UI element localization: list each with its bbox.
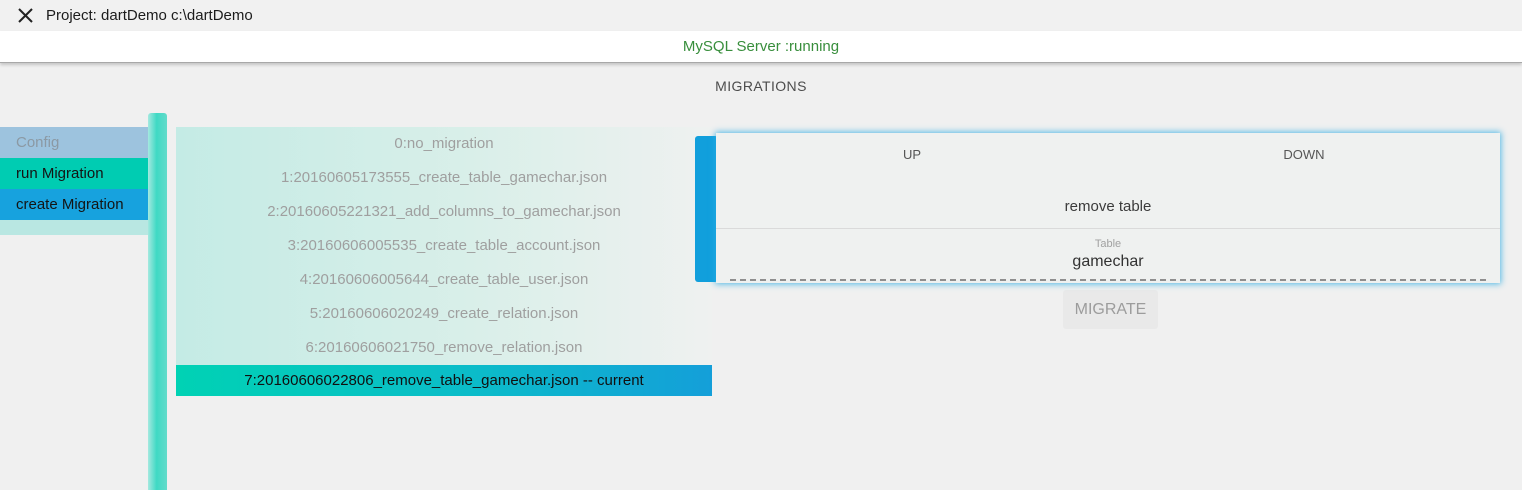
list-item[interactable]: 4:20160606005644_create_table_user.json	[299, 271, 589, 288]
migration-detail-card: UP DOWN remove table Table gamechar	[716, 133, 1500, 283]
title-bar: Project: dartDemo c:\dartDemo	[0, 0, 1522, 31]
list-item[interactable]: 5:20160606020249_create_relation.json	[309, 305, 579, 322]
server-status-text: MySQL Server :running	[682, 38, 840, 55]
list-item[interactable]: 0:no_migration	[394, 135, 494, 152]
list-item[interactable]: 1:20160605173555_create_table_gamechar.j…	[280, 169, 608, 186]
sidebar-accent-strip	[0, 220, 149, 235]
table-field-value: gamechar	[1072, 253, 1144, 270]
table-field-label: Table	[1094, 238, 1122, 250]
list-item[interactable]: 3:20160606005535_create_table_account.js…	[287, 237, 601, 254]
list-item[interactable]: 6:20160606021750_remove_relation.json	[305, 339, 583, 356]
sidebar-item-run-migration[interactable]: run Migration	[0, 158, 149, 189]
migration-action-text: remove table	[1064, 198, 1152, 215]
server-status-bar: MySQL Server :running	[0, 31, 1522, 63]
window-title: Project: dartDemo c:\dartDemo	[46, 7, 253, 24]
close-icon[interactable]	[12, 3, 38, 29]
tab-up[interactable]: UP	[902, 146, 922, 162]
migration-list: 0:no_migration 1:20160605173555_create_t…	[176, 127, 712, 396]
sidebar-item-create-migration[interactable]: create Migration	[0, 189, 149, 220]
sidebar-item-config[interactable]: Config	[0, 127, 149, 158]
direction-tabs: UP DOWN	[716, 133, 1500, 175]
list-item-current[interactable]: 7:20160606022806_remove_table_gamechar.j…	[176, 365, 712, 396]
page-title: MIGRATIONS	[715, 78, 807, 94]
list-item[interactable]: 2:20160605221321_add_columns_to_gamechar…	[267, 203, 621, 220]
table-field-underline	[730, 279, 1486, 281]
tab-down[interactable]: DOWN	[1283, 146, 1325, 162]
migrate-button[interactable]: MIGRATE	[1063, 290, 1158, 329]
card-accent-bar	[695, 136, 718, 282]
table-field: Table gamechar	[716, 228, 1500, 283]
sidebar-divider-bar	[148, 113, 167, 490]
